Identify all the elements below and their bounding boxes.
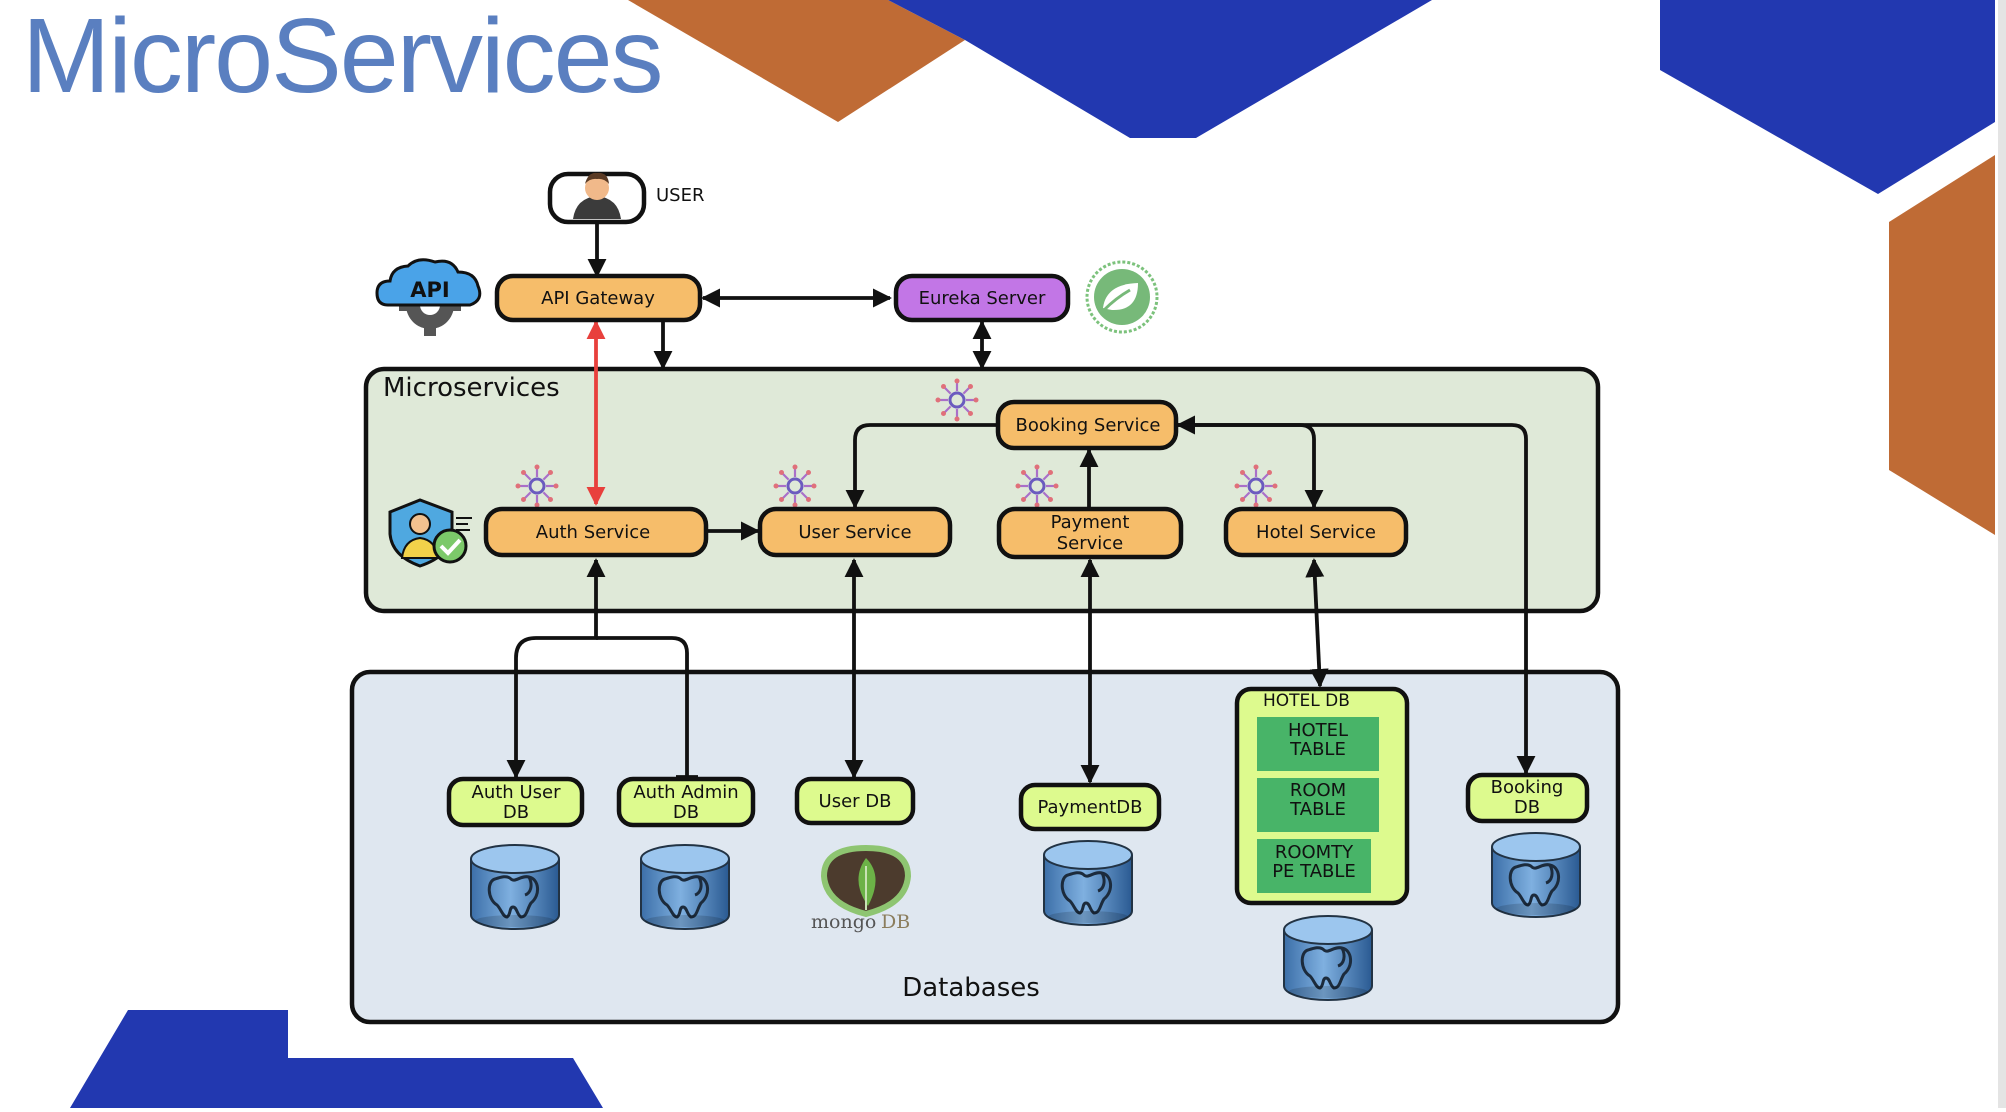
postgres-hotel-icon [1282,914,1374,1002]
booking-service-label: Booking Service [1016,415,1161,436]
microservices-label: Microservices [383,373,560,403]
connectors [506,222,1536,784]
postgres-booking-icon [1490,831,1582,919]
auth-admin-db-label-line1: Auth Admin [633,782,738,803]
api-gateway-label: API Gateway [541,288,655,309]
booking-db-label-line1: Booking [1491,777,1564,798]
postgres-auth-admin-icon [639,843,731,931]
eureka-server-node[interactable]: Eureka Server [893,273,1071,323]
auth-service-node[interactable]: Auth Service [483,506,709,558]
payment-db-label: PaymentDB [1037,797,1142,818]
arrow-auth-to-authuserdb [506,558,606,779]
payment-db-node[interactable]: PaymentDB [1018,782,1162,832]
hotel-table-line2: TABLE [1289,739,1346,760]
roomtype-table: ROOMTY PE TABLE [1257,839,1371,893]
arrow-hotel-hoteldb [1305,558,1329,688]
payment-service-label-line2: Service [1057,533,1124,554]
user-node[interactable]: USER [547,171,704,225]
postgres-auth-user-icon [469,843,561,931]
roomtype-table-line1: ROOMTY [1275,842,1354,863]
room-table: ROOM TABLE [1257,778,1379,832]
payment-service-label-line1: Payment [1051,512,1130,533]
user-label: USER [656,185,704,206]
user-db-node[interactable]: User DB [794,776,916,826]
blue-deco-bottom [70,1010,603,1108]
line-auth-to-authadmindb [596,636,689,777]
booking-service-node[interactable]: Booking Service [995,399,1179,451]
api-cloud-icon: API [375,258,482,336]
postgres-payment-icon [1042,839,1134,927]
auth-user-db-label-line2: DB [503,802,529,823]
orange-deco-right [1889,155,1995,535]
hotel-service-label: Hotel Service [1256,522,1376,543]
auth-admin-db-label-line2: DB [673,802,699,823]
auth-service-label: Auth Service [536,522,650,543]
eureka-server-label: Eureka Server [919,288,1046,309]
hotel-db-node[interactable]: HOTEL DB HOTEL TABLE ROOM TABLE ROOMTY P… [1234,686,1410,906]
auth-user-db-node[interactable]: Auth User DB [446,776,585,828]
hotel-table-line1: HOTEL [1288,720,1348,741]
databases-label: Databases [902,973,1040,1003]
user-service-node[interactable]: User Service [757,506,953,558]
auth-user-db-label-line1: Auth User [472,782,562,803]
mongodb-icon: mongo DB [811,844,912,933]
roomtype-table-line2: PE TABLE [1272,861,1356,882]
user-service-label: User Service [798,522,911,543]
user-avatar-icon [573,172,621,219]
orange-deco-top [628,0,965,122]
slide-title: MicroServices [22,0,664,115]
api-gateway-node[interactable]: API Gateway [494,273,703,323]
spring-leaf-icon [1085,260,1159,334]
mongodb-wordmark-mongo: mongo [811,911,876,933]
user-db-label: User DB [819,791,892,812]
hotel-table: HOTEL TABLE [1257,717,1379,771]
room-table-line2: TABLE [1289,799,1346,820]
booking-db-node[interactable]: Booking DB [1465,772,1590,824]
microservices-panel: Microservices [363,366,1601,614]
mongodb-wordmark-db: DB [881,911,910,933]
hotel-service-node[interactable]: Hotel Service [1223,506,1409,558]
arrow-booking-to-bookingdb [1178,423,1536,775]
security-shield-icon [388,498,472,568]
hotel-db-title: HOTEL DB [1263,691,1350,711]
room-table-line1: ROOM [1290,780,1346,801]
booking-db-label-line2: DB [1514,797,1540,818]
auth-admin-db-node[interactable]: Auth Admin DB [616,776,756,828]
api-badge-text: API [410,278,449,302]
right-edge-strip [1998,0,2006,1108]
blue-deco-top [888,0,1432,138]
blue-deco-right [1660,0,1995,194]
payment-service-node[interactable]: Payment Service [996,506,1184,560]
arrow-booking-to-user [845,423,998,509]
